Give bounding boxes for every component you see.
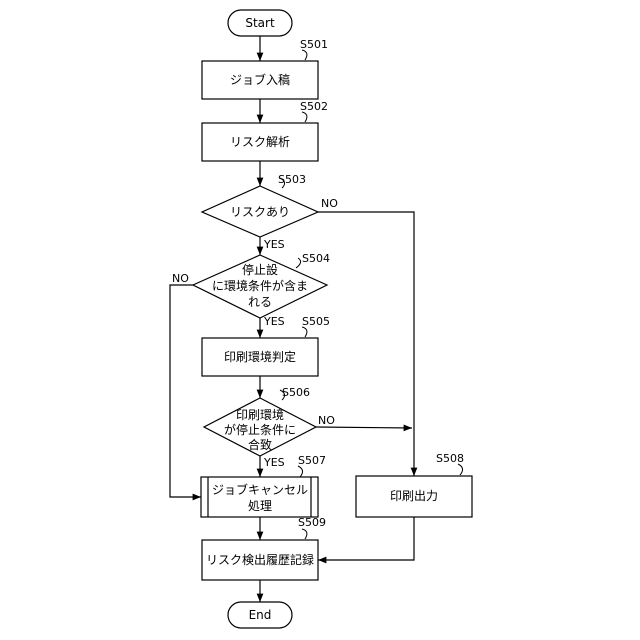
start-label: Start — [245, 16, 275, 30]
s504-yes-label: YES — [263, 315, 285, 328]
s506-label-line-2: が停止条件に — [224, 422, 296, 437]
s509-step-id: S509 — [298, 516, 326, 529]
s509-label: リスク検出履歴記録 — [206, 552, 314, 567]
s506-yes-label: YES — [263, 456, 285, 469]
edge-s508-s509 — [318, 517, 414, 560]
s506-step-id: S506 — [282, 386, 310, 399]
s507-label-line-2: 処理 — [248, 499, 272, 513]
s502-label: リスク解析 — [230, 135, 290, 149]
s506-label-line-1: 印刷環境 — [236, 407, 284, 422]
s505-step-id: S505 — [302, 315, 330, 328]
edge-s504-s507-no — [170, 285, 201, 497]
start-terminal: Start — [228, 10, 292, 36]
s505-label: 印刷環境判定 — [224, 349, 296, 364]
s506-no-label: NO — [318, 414, 335, 427]
s503-label: リスクあり — [230, 205, 290, 219]
s503-yes-label: YES — [263, 238, 285, 251]
end-terminal: End — [228, 602, 292, 628]
step-s502: S502 リスク解析 — [202, 100, 328, 161]
s503-step-id: S503 — [278, 173, 306, 186]
s504-no-label: NO — [172, 272, 189, 285]
end-label: End — [249, 608, 272, 622]
s504-label-line-2: に環境条件が含ま — [212, 278, 308, 293]
edge-s506-s508-no — [316, 427, 412, 428]
step-s501: S501 ジョブ入稿 — [202, 38, 328, 99]
s507-step-id: S507 — [298, 454, 326, 467]
s501-step-id: S501 — [300, 38, 328, 51]
s504-label-line-3: れる — [248, 295, 272, 309]
s503-no-label: NO — [321, 197, 338, 210]
step-s509: S509 リスク検出履歴記録 — [202, 516, 326, 580]
edge-s503-s508-no — [318, 212, 414, 476]
s508-step-id: S508 — [436, 452, 464, 465]
s508-label: 印刷出力 — [390, 489, 438, 503]
s502-step-id: S502 — [300, 100, 328, 113]
s504-label-line-1: 停止設 — [242, 262, 278, 277]
s507-label-line-1: ジョブキャンセル — [212, 482, 308, 497]
s501-label: ジョブ入稿 — [230, 72, 290, 87]
decision-s504: S504 停止設 に環境条件が含ま れる — [193, 252, 330, 318]
s506-label-line-3: 合致 — [248, 437, 272, 452]
s504-step-id: S504 — [302, 252, 330, 265]
